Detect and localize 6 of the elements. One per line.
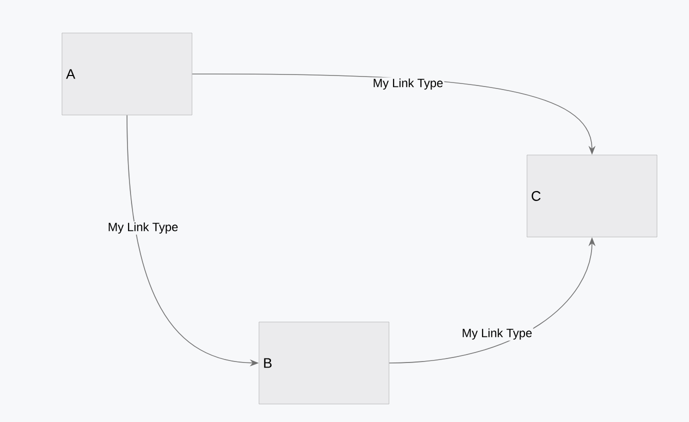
process-box: A [62,32,192,116]
edge-label: My Link Type [372,77,444,91]
process-box: C [526,154,658,238]
edge-label: My Link Type [106,221,180,235]
edge-label: My Link Type [460,327,534,341]
process-box: B [258,322,390,404]
